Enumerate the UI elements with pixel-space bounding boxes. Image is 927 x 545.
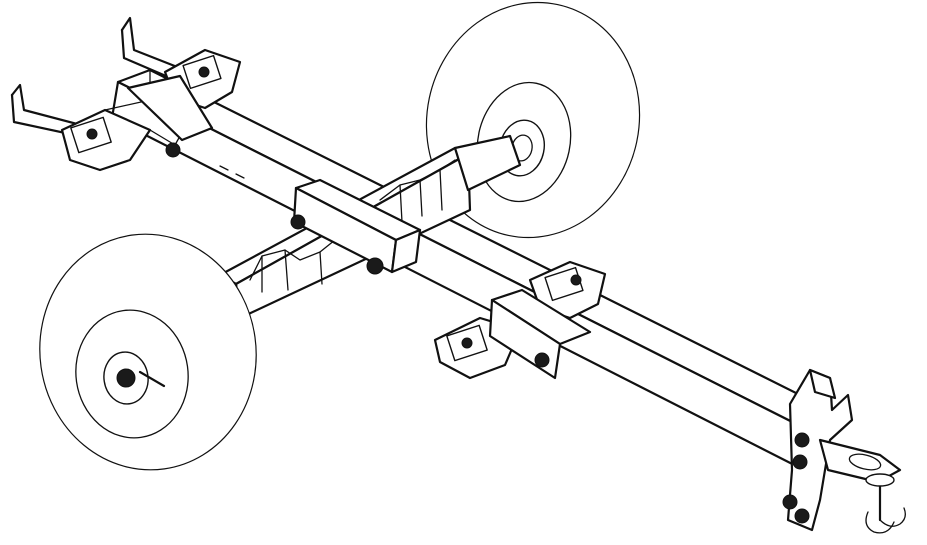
front-bracket-bolt [570,274,582,286]
front-bracket-bolt [461,337,473,349]
hitch-bolt [794,508,810,524]
bracket-clamp-bolt [165,142,181,158]
clamp-bolt [366,257,384,275]
cross-axle-spindle-right [453,134,522,192]
front-bracket-clamp-bolt [534,352,550,368]
wheel-left [39,233,257,471]
hitch-plate-top [808,368,837,400]
hitch-bolt [782,494,798,510]
hitch-eye [848,453,882,471]
hitch-pin-head [865,473,895,487]
center-clamp-end [390,228,422,274]
center-clamp [290,178,422,275]
hitch-bolt [794,432,810,448]
cross-axle-rib [249,239,336,281]
front-mount-bracket [433,260,607,380]
cross-axle-rib [319,251,323,285]
hitch-pin-clip [879,507,906,527]
bracket-tab [120,16,192,74]
wheel-right-rim [476,81,572,203]
clamp-bolt [290,214,306,230]
bracket-tab [120,28,182,84]
hitch-pin [865,473,906,534]
hitch-pin-ring [865,511,895,534]
wheel-left-axle-stub [138,370,166,388]
bracket-tab [10,83,102,132]
wheel-left-nut [116,368,136,388]
bracket-clamp [126,74,214,142]
wheel-left-tire [39,233,257,471]
cross-axle-rib [284,249,289,291]
main-beam-hole [235,173,245,179]
bracket-bolt [198,66,210,78]
cross-axle-rib [419,179,423,217]
bracket-bolt [86,128,98,140]
hitch-assembly [782,368,902,532]
cross-axle-rib [399,184,403,223]
rear-mount-bracket-right [120,16,242,158]
wheel-left-rim [75,309,189,439]
rear-mount-bracket-left [10,83,191,172]
main-beam-hole [219,165,229,171]
cross-axle-rib [439,169,443,211]
hitch-bolt [792,454,808,470]
